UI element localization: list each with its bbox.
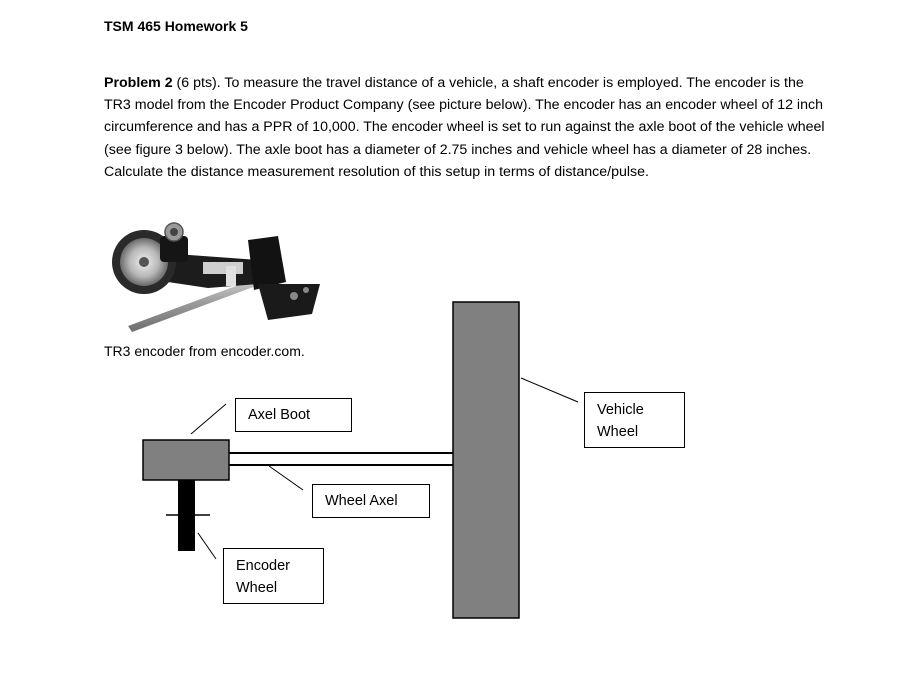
problem-label: Problem 2 xyxy=(104,75,173,91)
encoder-housing xyxy=(160,236,188,262)
problem-text: To measure the travel distance of a vehi… xyxy=(104,75,825,180)
photo-caption: TR3 encoder from encoder.com. xyxy=(104,343,305,359)
leader-encoder-wheel xyxy=(197,532,217,560)
mount-base xyxy=(258,284,320,320)
leader-vehicle-wheel xyxy=(520,377,579,403)
encoder-photo xyxy=(112,222,320,332)
vehicle-wheel-text-1: Vehicle xyxy=(597,402,644,418)
mount-bracket xyxy=(248,236,286,290)
wheel-axel-text: Wheel Axel xyxy=(325,493,398,509)
encoder-wheel-text-2: Wheel xyxy=(236,580,278,596)
leader-wheel-axel xyxy=(268,465,304,491)
vehicle-wheel-shape xyxy=(452,301,520,619)
encoder-wheel-text-1: Encoder xyxy=(236,558,291,574)
axel-boot-text: Axel Boot xyxy=(248,407,311,423)
page-title: TSM 465 Homework 5 xyxy=(104,18,248,34)
vehicle-wheel-label: Vehicle Wheel xyxy=(584,392,685,448)
shaft-rod xyxy=(128,274,272,332)
encoder-wheel-label: Encoder Wheel xyxy=(223,548,324,604)
leader-axel-boot xyxy=(190,403,227,435)
vehicle-wheel-text-2: Wheel xyxy=(597,424,639,440)
axel-boot-label: Axel Boot xyxy=(235,398,352,432)
problem-statement: Problem 2 (6 pts). To measure the travel… xyxy=(104,72,828,183)
problem-points: (6 pts). xyxy=(172,75,225,91)
wheel-axel-label: Wheel Axel xyxy=(312,484,430,518)
axel-boot-shape xyxy=(142,439,230,481)
spring xyxy=(226,266,236,286)
